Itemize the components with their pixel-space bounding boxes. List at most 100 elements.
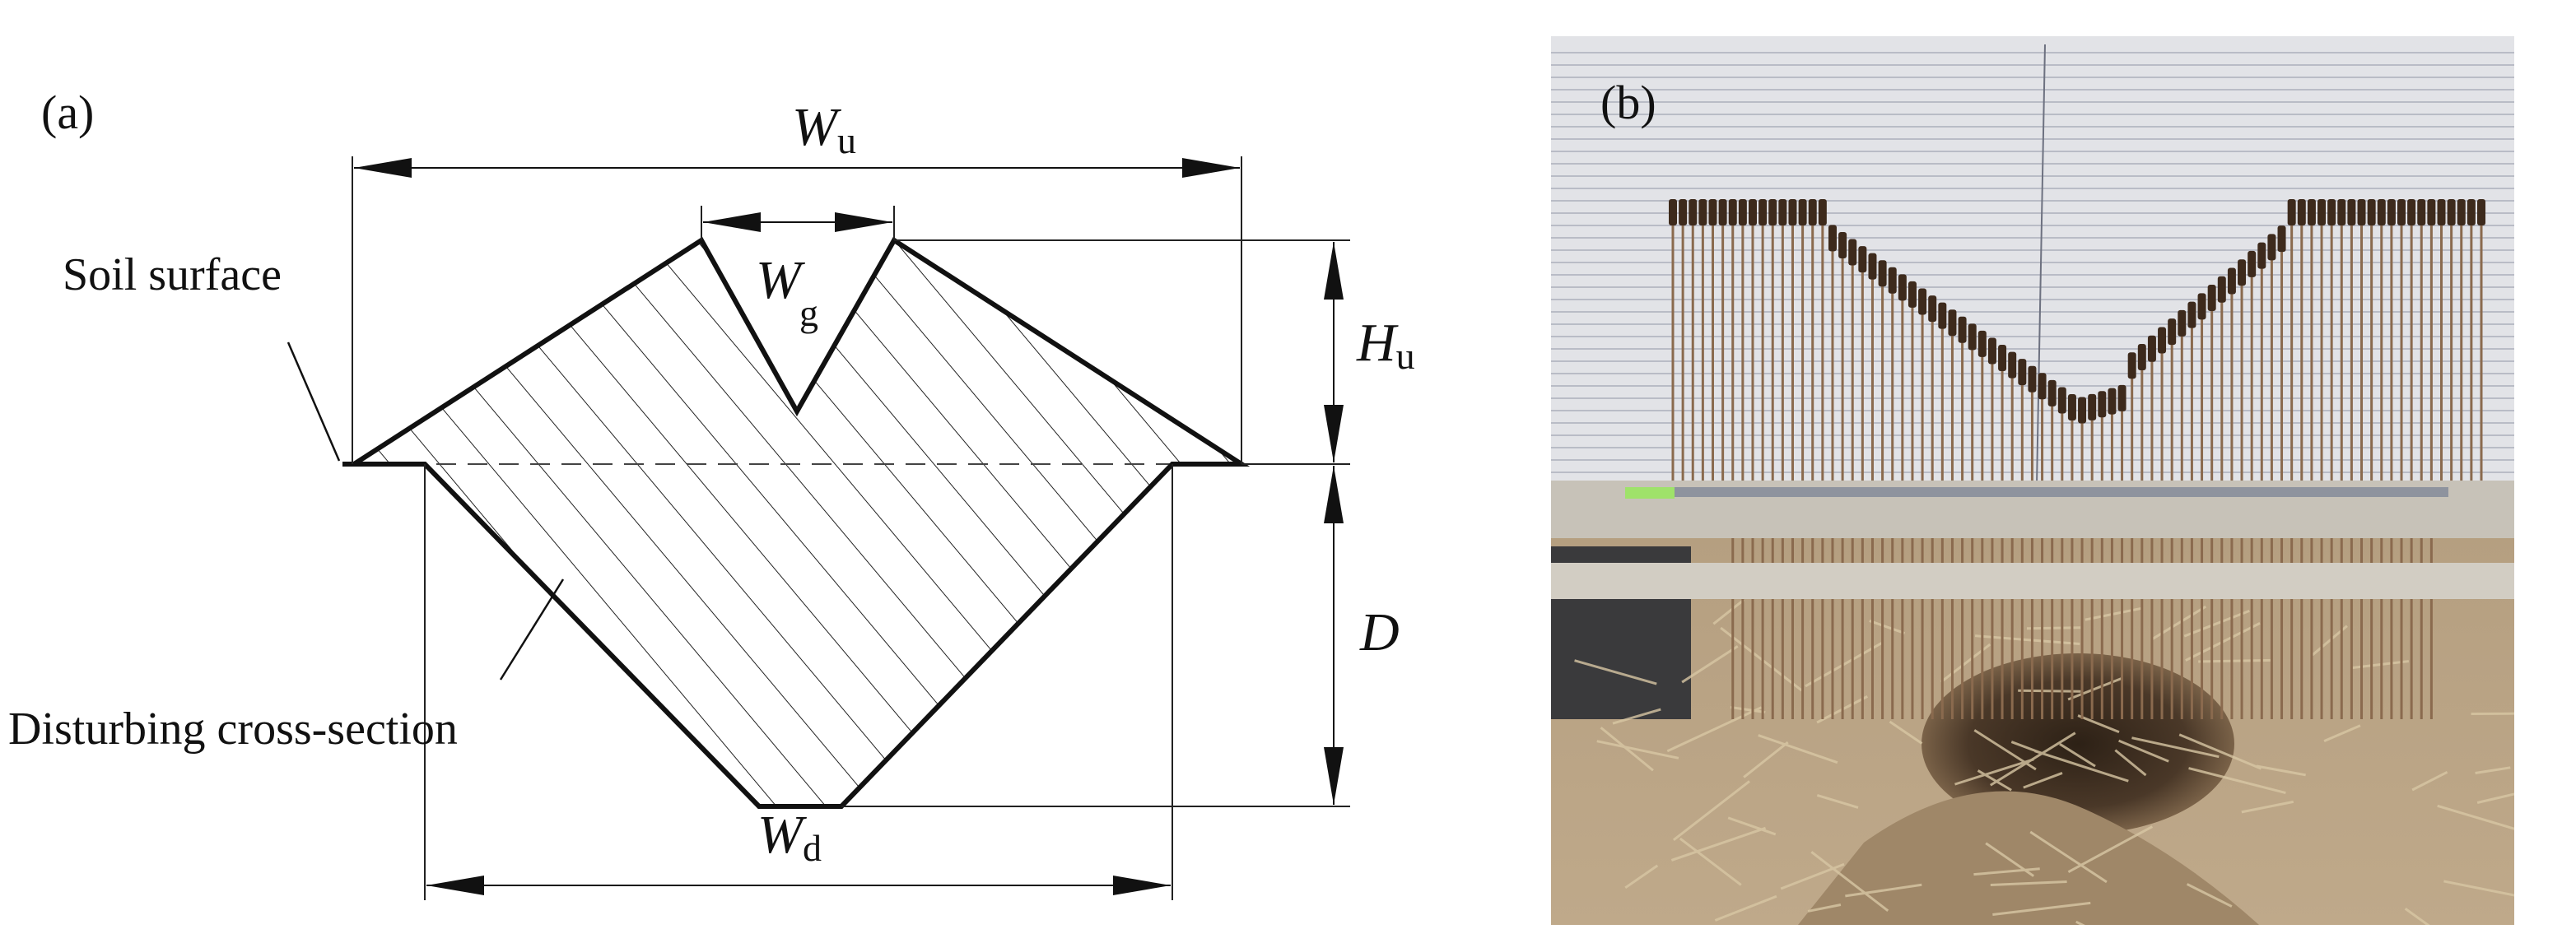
pin-head xyxy=(1689,199,1698,225)
pin-head xyxy=(2038,373,2047,400)
straw-piece xyxy=(1845,883,1922,898)
pin-head xyxy=(1808,199,1817,225)
pin-head xyxy=(2277,225,2286,253)
pin-head xyxy=(2357,199,2366,225)
pin-head xyxy=(2067,394,2076,421)
straw-piece xyxy=(2411,771,2448,792)
straw-piece xyxy=(2118,739,2169,763)
panel-b-tag: (b) xyxy=(1600,76,1656,129)
pin-head xyxy=(2008,351,2017,379)
soil-surface-leader xyxy=(286,341,341,462)
pin-head xyxy=(1669,199,1677,225)
straw-piece xyxy=(1681,645,1739,684)
straw-piece xyxy=(1758,734,1838,764)
pin-head xyxy=(2187,301,2196,328)
straw-piece xyxy=(2241,800,2294,814)
soil-surface-label: Soil surface xyxy=(63,249,282,300)
pin-head xyxy=(1968,323,1977,351)
straw-piece xyxy=(1992,901,2091,916)
straw-piece xyxy=(1990,880,2067,886)
pin-head xyxy=(2057,387,2066,414)
straw-piece xyxy=(2476,792,2514,804)
disturbing-leader xyxy=(499,578,565,681)
pin-head xyxy=(1728,199,1737,225)
straw-piece xyxy=(1807,904,1842,913)
pin-head xyxy=(2287,199,2296,225)
pin-head xyxy=(2267,234,2276,261)
board-ruler xyxy=(2036,44,2046,485)
pin-head xyxy=(1778,199,1787,225)
pin-head xyxy=(1898,274,1907,301)
pin-head xyxy=(2257,242,2266,269)
pin-head xyxy=(2117,384,2126,411)
straw-piece xyxy=(2131,736,2220,759)
straw-piece xyxy=(2018,689,2081,693)
pin-head xyxy=(2387,199,2396,225)
pin-head xyxy=(2018,359,2027,386)
pin-head xyxy=(1977,330,1987,357)
pin-head xyxy=(2238,259,2247,286)
straw-piece xyxy=(1600,727,1654,772)
straw-piece xyxy=(1670,826,1767,862)
pin-head xyxy=(1888,267,1897,294)
green-level xyxy=(1625,487,1675,499)
hatched-region xyxy=(354,240,1241,806)
extension-lines xyxy=(352,156,1350,900)
straw-piece xyxy=(2186,883,2233,908)
pin-head xyxy=(1908,281,1917,308)
straw-piece xyxy=(2404,908,2430,925)
pin-head xyxy=(2158,327,2167,354)
straw-piece xyxy=(2067,825,2154,873)
straw-piece xyxy=(1612,708,1661,725)
soil-pit xyxy=(1922,653,2234,834)
straw-piece xyxy=(1869,620,1906,634)
wu-label: Wu xyxy=(792,97,856,161)
pin-head xyxy=(2207,285,2216,312)
straw-piece xyxy=(1730,706,1766,713)
pin-head xyxy=(1679,199,1688,225)
pin-head xyxy=(1698,199,1707,225)
straw-piece xyxy=(1714,894,1777,922)
pin-head xyxy=(2168,318,2177,346)
pin-head xyxy=(1818,199,1827,225)
dimension-lines xyxy=(354,158,1344,895)
straw-residue xyxy=(1574,598,2514,925)
pin-head xyxy=(1848,239,1857,266)
straw-piece xyxy=(1954,758,2034,786)
pin-head xyxy=(2407,199,2416,225)
pin-head xyxy=(1738,199,1747,225)
pin-head xyxy=(2028,365,2037,393)
pin-head xyxy=(2317,199,2327,225)
straw-piece xyxy=(1743,741,1789,778)
straw-piece xyxy=(1985,842,2035,877)
pin-head xyxy=(1858,246,1867,273)
pin-head xyxy=(1828,225,1837,252)
pin-head xyxy=(2457,199,2466,225)
pin-head xyxy=(2477,199,2485,225)
pin-head xyxy=(2367,199,2376,225)
hu-label: Hu xyxy=(1356,313,1415,377)
pin-head xyxy=(2088,393,2097,420)
pin-head xyxy=(2078,397,2087,424)
d-label: D xyxy=(1359,602,1400,662)
straw-piece xyxy=(2023,772,2063,789)
wd-label: Wd xyxy=(757,805,822,869)
straw-piece xyxy=(2178,733,2262,770)
pin-head xyxy=(1868,253,1877,280)
soil-mound xyxy=(1798,791,2259,925)
field-photo: (b) xyxy=(1551,36,2514,925)
frame-rail-holes xyxy=(1625,487,2448,497)
pin-head xyxy=(2147,335,2156,362)
straw-piece xyxy=(1727,816,1777,836)
pin-head xyxy=(1918,288,1927,315)
pin-head xyxy=(2098,391,2107,418)
pin-head xyxy=(2427,199,2436,225)
pin-head xyxy=(2197,293,2206,320)
pin-head xyxy=(2447,199,2456,225)
straw-piece xyxy=(1672,780,1750,842)
pin-head xyxy=(2377,199,2386,225)
straw-piece xyxy=(2256,764,2306,777)
straw-piece xyxy=(2475,766,2511,774)
pin-head xyxy=(1878,260,1887,287)
